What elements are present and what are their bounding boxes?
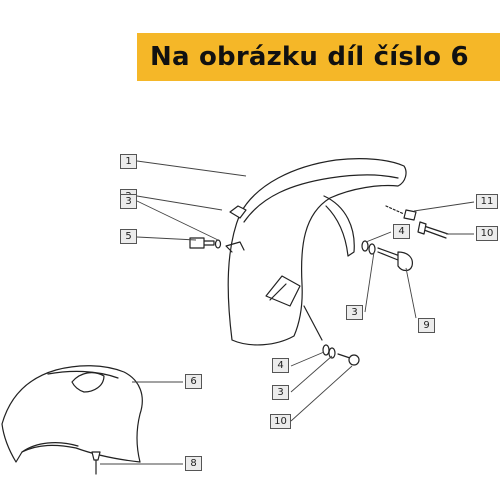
- washer-4-lower-drawing: [322, 344, 330, 356]
- nut-11-drawing: [403, 209, 417, 221]
- part-6-opening: [71, 372, 105, 393]
- bolt-9-drawing: [377, 247, 401, 261]
- mudguard-inner-edge: [243, 174, 399, 223]
- bolt-10-drawing: [423, 225, 449, 239]
- callout-11: 11: [476, 194, 498, 209]
- callout-4-lower: 4: [272, 358, 289, 373]
- screw-10-lower-drawing: [337, 353, 351, 359]
- callout-10-right: 10: [476, 226, 498, 241]
- callout-9: 9: [418, 318, 435, 333]
- leader-11: [413, 201, 475, 212]
- mounting-tab: [225, 241, 245, 253]
- screw-5-drawing: [189, 237, 215, 249]
- callout-6: 6: [185, 374, 202, 389]
- washer-4-upper-drawing: [361, 240, 369, 252]
- callout-8: 8: [185, 456, 202, 471]
- washer-3-drawing: [214, 239, 222, 249]
- part-6-cover-drawing: [1, 365, 143, 463]
- leader-3c: [290, 355, 333, 393]
- leader-2: [136, 195, 223, 211]
- callout-3-lower: 3: [272, 385, 289, 400]
- leader-4b: [290, 351, 325, 367]
- callout-4-right: 4: [393, 224, 410, 239]
- leader-10b: [290, 365, 353, 422]
- callout-3-upper-left: 3: [120, 194, 137, 209]
- leader-5: [136, 236, 197, 241]
- screw-8-drawing: [91, 451, 101, 475]
- washer-3-upper-drawing: [368, 243, 376, 255]
- callout-5: 5: [120, 229, 137, 244]
- leader-3b: [364, 251, 375, 313]
- clip-drawing: [229, 205, 247, 219]
- mudguard-bracket: [265, 275, 301, 307]
- leader-4a: [365, 231, 392, 243]
- mudguard-rear-flange: [323, 195, 355, 257]
- title-text: Na obrázku díl číslo 6: [150, 42, 469, 72]
- leader-1: [136, 160, 247, 177]
- front-mudguard-drawing: [227, 158, 407, 346]
- washer-3-lower-drawing: [328, 347, 336, 359]
- leader-3a: [136, 200, 219, 241]
- leader-9: [405, 267, 417, 319]
- title-banner: Na obrázku díl číslo 6: [137, 33, 500, 81]
- callout-1: 1: [120, 154, 137, 169]
- callout-10-lower: 10: [270, 414, 291, 429]
- callout-3-right: 3: [346, 305, 363, 320]
